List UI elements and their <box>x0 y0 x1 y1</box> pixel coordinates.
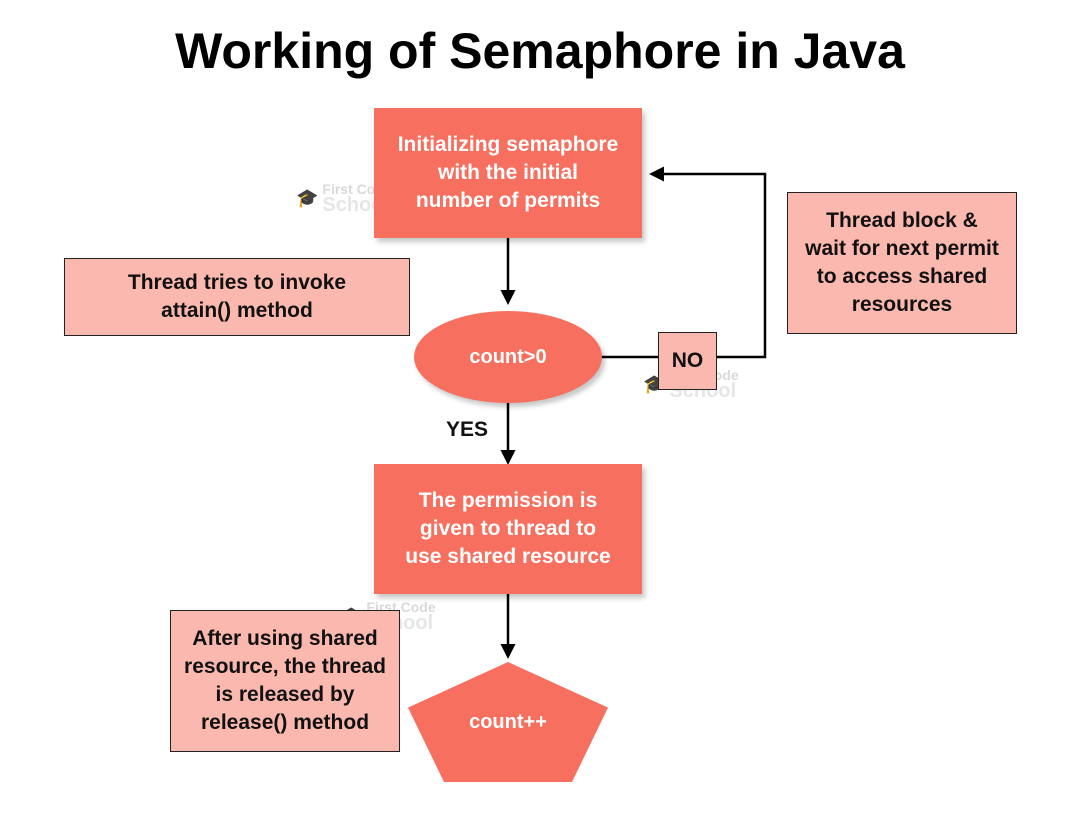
init-semaphore-node: Initializing semaphore with the initial … <box>374 108 642 238</box>
diagram-title: Working of Semaphore in Java <box>175 23 905 79</box>
count-check-node: count>0 <box>414 311 602 403</box>
block-note: Thread block & wait for next permit to a… <box>787 192 1017 334</box>
no-edge-label: NO <box>658 332 717 390</box>
graduation-cap-icon: 🎓 <box>296 188 319 208</box>
arrow-no-to-init <box>649 166 767 359</box>
attain-note: Thread tries to invoke attain() method <box>64 258 410 336</box>
permission-node: The permission is given to thread to use… <box>374 464 642 594</box>
yes-edge-label: YES <box>446 418 489 441</box>
release-note: After using shared resource, the thread … <box>170 610 400 752</box>
